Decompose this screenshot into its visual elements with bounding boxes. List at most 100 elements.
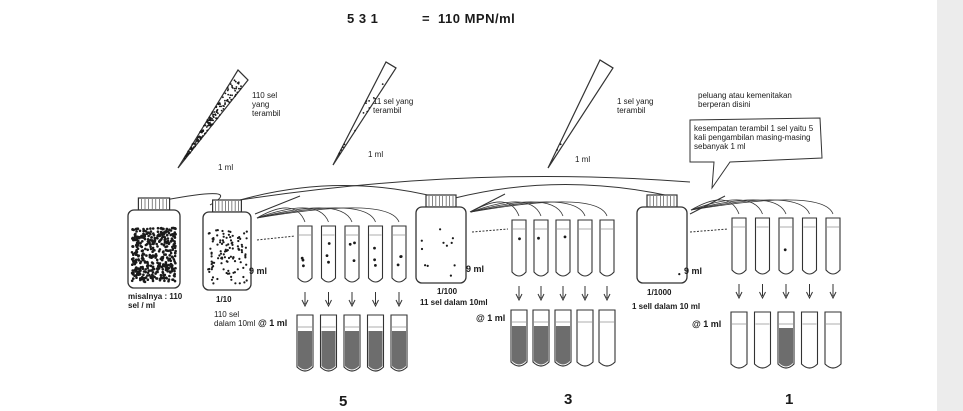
bottle-1-cell <box>141 267 145 271</box>
tube-cell-g2-t1 <box>518 237 521 241</box>
bottle-3-body <box>415 206 467 284</box>
bottle-2-cell <box>226 249 229 252</box>
pipette-1-cell <box>185 154 188 157</box>
bottle-1-cell <box>173 232 176 235</box>
bottle-1-cell <box>167 278 171 281</box>
bottle-2-cell <box>227 243 230 246</box>
bottle-1-cell <box>167 230 170 233</box>
bottle-2-cell <box>210 255 213 258</box>
tube-cell-g2-t3 <box>563 235 567 239</box>
bottle-1-cell <box>173 240 176 243</box>
pipette-1-cell <box>204 124 207 127</box>
stock-caption: misalnya : 110 sel / ml <box>128 292 183 311</box>
pipette-1-cell <box>230 98 233 101</box>
bottle-2-cell <box>219 252 223 255</box>
tube-upper-g3-t4 <box>801 217 818 275</box>
pipette-1-cell <box>227 88 230 90</box>
tube-upper-g2-t2 <box>533 219 549 277</box>
bottle-1-cell <box>168 274 171 278</box>
pipette-2-cell <box>342 146 344 149</box>
pipette-1-cell <box>197 138 199 141</box>
pipette-1-cell <box>183 157 186 160</box>
bottle-1-cell <box>151 271 155 274</box>
bottle-2-cell <box>242 275 245 279</box>
bottle-3-cell <box>424 264 427 267</box>
bottle-1-cell <box>156 230 160 233</box>
arrow-head-g1-t3 <box>348 299 356 308</box>
group-2-count: 3 <box>564 391 573 408</box>
group-2-dose: @ 1 ml <box>476 313 506 323</box>
bottle-2-cell <box>238 257 241 260</box>
group-3-count: 1 <box>785 391 794 408</box>
bottle-2-cell <box>243 281 246 284</box>
tube-result-fill-g1-t1 <box>298 331 312 370</box>
arrow-head-g3-t4 <box>806 291 813 300</box>
tube-upper-g1-t1 <box>297 225 313 283</box>
bottle-2-cell <box>240 243 243 246</box>
dilution-1-volume: 9 ml <box>249 266 268 276</box>
pipette-2-cell <box>343 143 346 146</box>
pipette-1-cell <box>186 153 189 156</box>
tube-upper-g2-t1 <box>511 219 527 277</box>
bottle-2-cell <box>225 271 228 275</box>
bottle-2-cell <box>240 251 244 254</box>
pipette-2-cell <box>365 102 367 104</box>
bottle-1-cell <box>139 277 142 280</box>
pipette-3-label: 1 sel yang terambil <box>617 97 654 116</box>
bottle-1-cell <box>161 268 165 271</box>
arrow-head-g2-t3 <box>559 293 567 302</box>
tube-cell-g1-t5 <box>399 255 403 258</box>
bottle-2-cell <box>210 268 213 271</box>
bottle-1-cell <box>172 258 176 261</box>
bottle-2-cell <box>244 256 247 259</box>
pipette-1-cell <box>222 108 225 110</box>
dilution-3-label: 1/1000 <box>647 288 672 297</box>
bottle-1-cell <box>164 262 168 266</box>
pipette-1-cell <box>228 101 231 104</box>
tube-result-fill-g2-t4 <box>578 326 592 365</box>
inoculation-line-g2-t5 <box>470 201 608 217</box>
bottle-1-cell <box>152 248 155 252</box>
bottle-1-cell <box>139 244 142 248</box>
bottle-1-cell <box>171 226 175 230</box>
pipette-2-cell <box>372 97 375 99</box>
pipette-2-cell <box>381 83 384 85</box>
pipette-1-cell <box>222 96 224 99</box>
bottle-2-cell <box>207 232 210 235</box>
bottle-2-cell <box>239 261 242 264</box>
bottle-4-cap <box>646 194 678 208</box>
bottle-1-cell <box>174 267 177 270</box>
heading-result: 110 MPN/ml <box>438 11 516 26</box>
bottle-1-cell <box>130 257 134 261</box>
bottle-1-cell <box>135 276 138 280</box>
tube-upper-g2-t5 <box>599 219 615 277</box>
bottle-1-cell <box>131 252 135 256</box>
bottle-1-cell <box>153 238 157 242</box>
tube-cell-g2-t2 <box>537 236 540 240</box>
bottle-1-cell <box>170 237 174 240</box>
bottle-2-cell <box>216 234 219 237</box>
pipette-1-cell <box>218 114 221 116</box>
bottle-1-cell <box>131 245 135 248</box>
tube-cell-g1-t1 <box>302 264 305 268</box>
bottle-1-cell <box>145 254 148 257</box>
bottle-2-cell <box>211 276 215 279</box>
pipette-1-cell <box>211 112 213 115</box>
bottle-1-cell <box>136 247 140 250</box>
bottle-1-cell <box>167 259 170 262</box>
pipette-1-cell <box>216 108 219 111</box>
pipette-1-cell <box>215 111 218 113</box>
pipette-1-cell <box>213 111 216 113</box>
bottle-2-cell <box>229 236 232 239</box>
bottle-1-cell <box>162 227 165 231</box>
bottle-1-cell <box>146 231 150 234</box>
bottle-1-cell <box>141 240 144 243</box>
dilution-2-caption: 11 sel dalam 10ml <box>420 298 488 307</box>
bottle-1-cell <box>154 272 157 275</box>
bottle-1-cell <box>152 232 155 235</box>
bottle-1-cell <box>173 254 177 258</box>
bottle-1-cell <box>142 236 146 239</box>
bottle-1-cell <box>134 268 137 271</box>
pipette-1-cell <box>226 89 229 92</box>
